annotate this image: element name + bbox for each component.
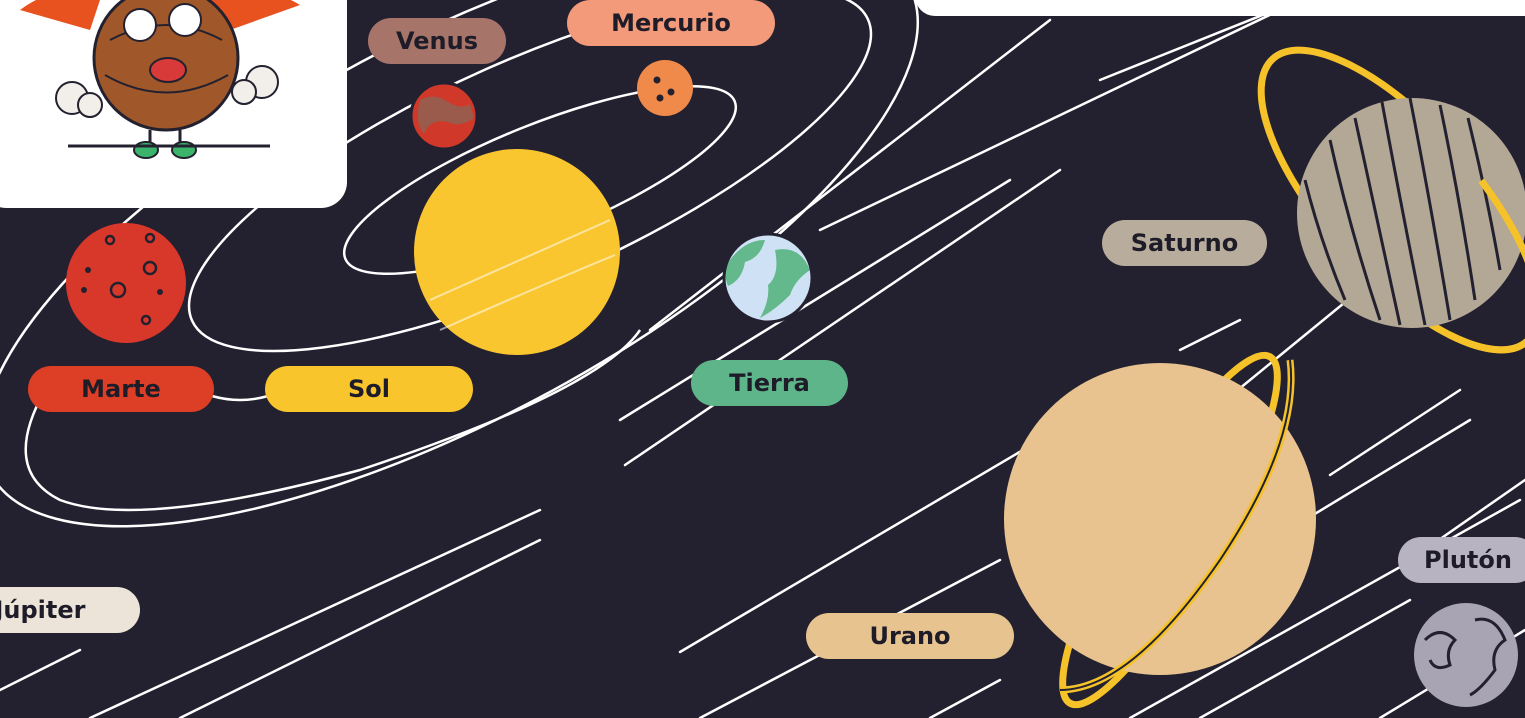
venus-planet <box>411 83 477 149</box>
info-card-edge <box>915 0 1525 16</box>
label-marte: Marte <box>28 366 214 412</box>
cartoon-planet-mascot-icon <box>0 0 347 208</box>
outer-orbit <box>26 330 640 510</box>
label-pluton: Plutón <box>1398 537 1525 583</box>
mascot-card <box>0 0 347 208</box>
label-sol: Sol <box>265 366 473 412</box>
sol-planet <box>414 149 620 355</box>
label-mercurio: Mercurio <box>567 0 775 46</box>
label-urano: Urano <box>806 613 1014 659</box>
pluton-planet <box>1414 603 1518 707</box>
mercurio-planet <box>637 60 693 116</box>
tierra-planet <box>724 234 812 322</box>
label-connector <box>212 396 268 400</box>
saturno-planet <box>1217 9 1525 392</box>
marte-planet <box>66 223 186 343</box>
urano-planet <box>1004 334 1316 718</box>
label-saturno: Saturno <box>1102 220 1267 266</box>
label-tierra: Tierra <box>691 360 848 406</box>
label-venus: Venus <box>368 18 506 64</box>
label-jupiter: Júpiter <box>0 587 140 633</box>
